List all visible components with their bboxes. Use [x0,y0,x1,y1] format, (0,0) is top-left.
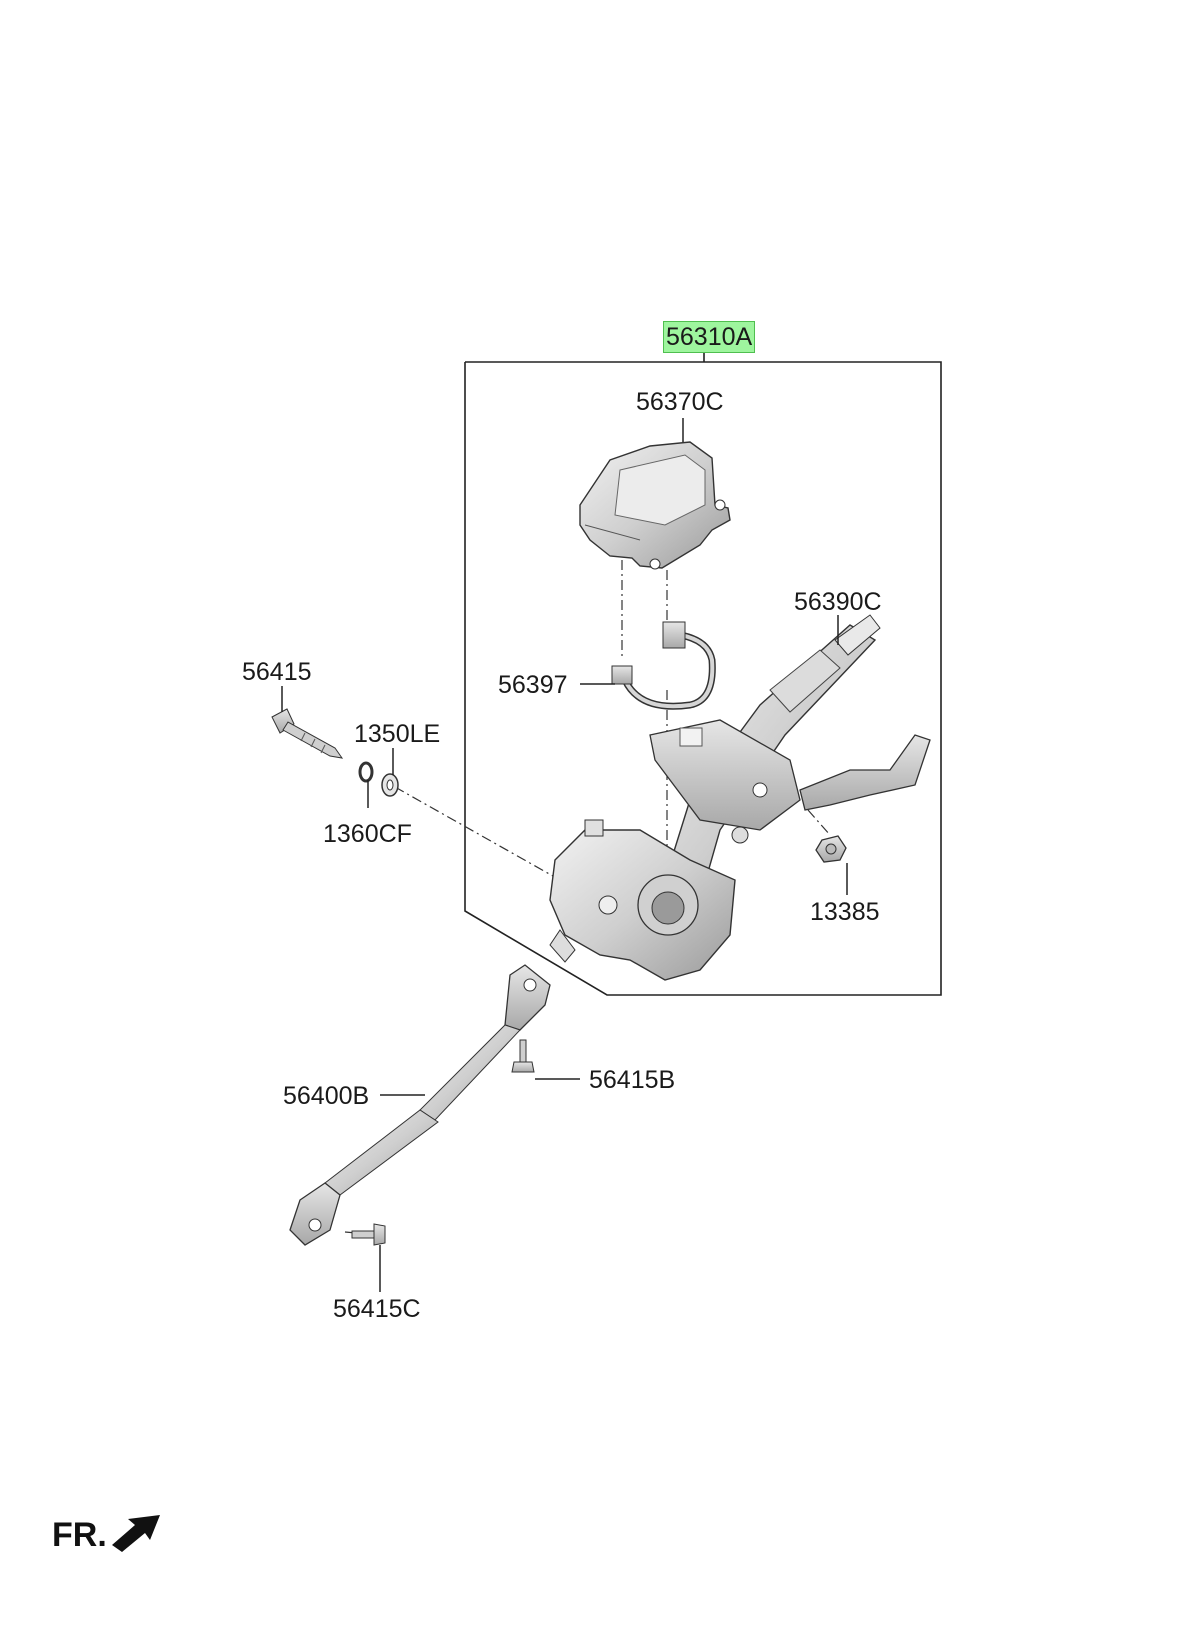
part-label-56415[interactable]: 56415 [242,658,312,686]
part-label-56390C[interactable]: 56390C [794,588,882,616]
steering-column[interactable] [549,614,931,981]
front-direction-label: FR. [52,1516,107,1554]
wiring-harness[interactable] [611,621,716,710]
intermediate-shaft[interactable] [289,964,551,1246]
part-label-56415C[interactable]: 56415C [333,1295,421,1323]
part-label-1360CF[interactable]: 1360CF [323,820,412,848]
spring-washer[interactable] [358,761,374,783]
bolt[interactable] [271,708,344,759]
part-label-56310A[interactable]: 56310A [663,321,756,353]
nut[interactable] [815,835,847,863]
part-label-56415B[interactable]: 56415B [589,1066,676,1094]
part-label-56397[interactable]: 56397 [498,671,568,699]
motor-unit[interactable] [579,441,731,570]
leader-lines [281,418,848,1292]
guide-lines [344,560,831,1235]
front-arrow-icon [112,1515,160,1552]
bolt-c[interactable] [351,1223,386,1246]
part-label-13385[interactable]: 13385 [810,898,880,926]
part-label-1350LE[interactable]: 1350LE [354,720,441,748]
part-label-56400B[interactable]: 56400B [283,1082,370,1110]
part-label-56370C[interactable]: 56370C [636,388,724,416]
bolt-b[interactable] [511,1039,535,1073]
flat-washer[interactable] [381,773,399,797]
